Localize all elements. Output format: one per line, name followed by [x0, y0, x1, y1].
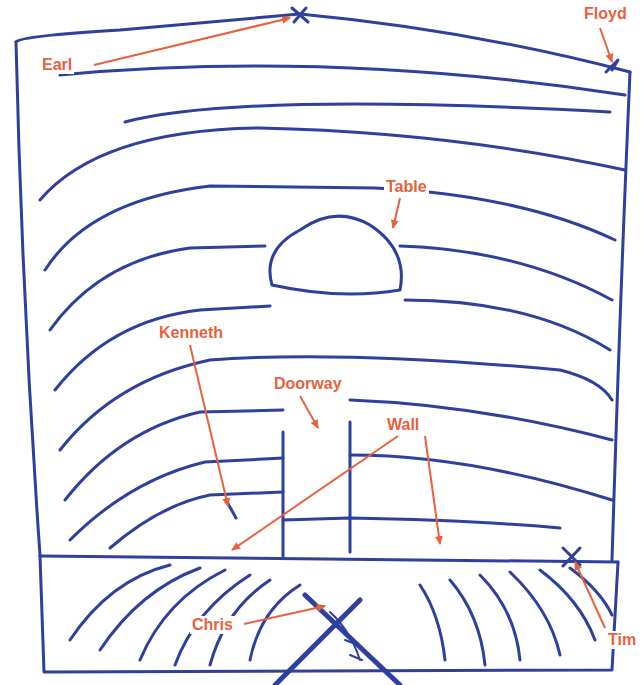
person-label: Floyd	[582, 5, 629, 23]
front-wall	[40, 556, 618, 562]
table-outline	[270, 216, 401, 294]
person-label: Earl	[40, 56, 74, 74]
person-label: Doorway	[272, 375, 344, 393]
person-mark	[275, 595, 400, 685]
person-label: Kenneth	[157, 324, 225, 342]
person-mark	[292, 8, 308, 22]
person-mark	[563, 548, 580, 566]
person-label: Tim	[606, 631, 638, 649]
pen-strokes	[16, 8, 630, 685]
room-wall-top	[16, 14, 630, 72]
leader-arrows	[94, 18, 612, 628]
person-label: Wall	[385, 416, 421, 434]
door-jamb	[282, 432, 285, 556]
person-label: Chris	[190, 616, 235, 634]
door-jamb	[349, 422, 352, 552]
room-wall-right	[612, 72, 630, 560]
room-wall-left	[16, 42, 40, 555]
lower-room	[40, 556, 618, 672]
person-label: Table	[384, 178, 429, 196]
